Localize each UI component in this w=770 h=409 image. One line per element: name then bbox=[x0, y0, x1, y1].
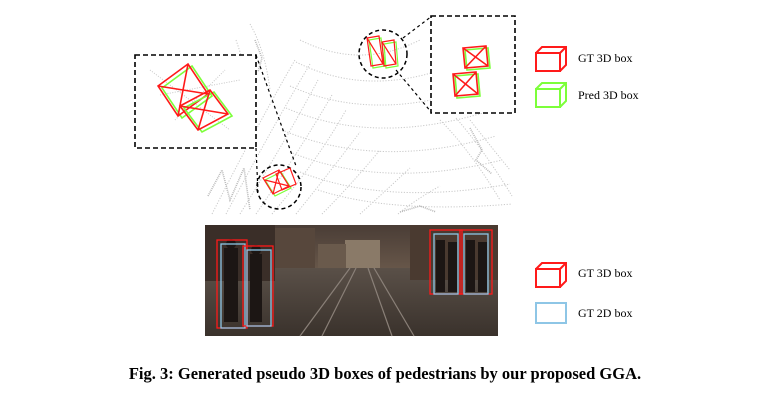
zoom-inset-left-boxes bbox=[149, 62, 241, 134]
legend-top-label-1: GT 3D box bbox=[578, 51, 633, 65]
legend-top-label-2: Pred 3D box bbox=[578, 88, 639, 102]
bev-boxes-lower bbox=[262, 167, 297, 197]
bev-boxes-upper bbox=[366, 35, 399, 69]
legend-bottom-label-1: GT 3D box bbox=[578, 266, 633, 280]
legend-bottom-gt-2d-icon bbox=[535, 302, 567, 324]
point-cloud-clutter bbox=[207, 39, 493, 213]
zoom-inset-right bbox=[430, 15, 516, 114]
camera-image bbox=[205, 225, 498, 337]
figure-caption: Fig. 3: Generated pseudo 3D boxes of ped… bbox=[128, 364, 642, 383]
legend-top-gt-3d-icon bbox=[535, 46, 567, 72]
legend-bottom-gt-3d-icon bbox=[535, 262, 567, 288]
legend-bottom-label-2: GT 2D box bbox=[578, 306, 633, 320]
zoom-inset-right-boxes bbox=[452, 45, 491, 99]
legend-top-pred-3d-icon bbox=[535, 82, 567, 108]
bev-highlight-circles bbox=[256, 29, 408, 210]
